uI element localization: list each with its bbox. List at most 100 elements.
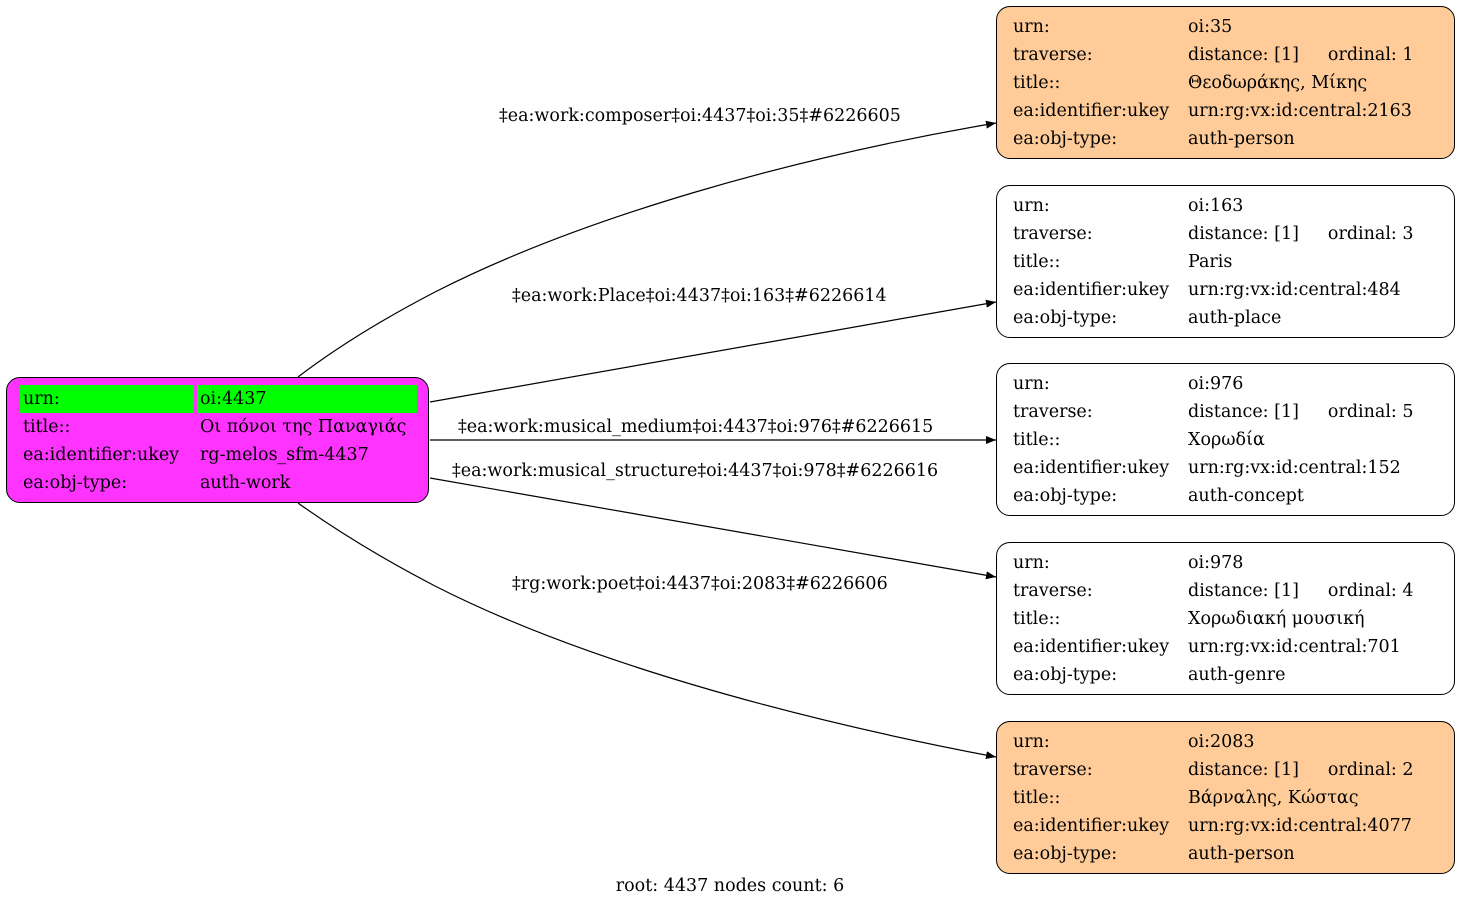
row-value: auth-person [1188,129,1295,149]
distance-value: distance: [1] [1188,760,1299,780]
node-row-traverse: traverse:distance: [1]ordinal: 1 [1010,41,1417,69]
ordinal-value: ordinal: 4 [1327,581,1414,601]
ordinal-value: ordinal: 2 [1327,760,1414,780]
row-value: oi:976 [1188,374,1244,394]
row-key: urn: [1013,17,1050,37]
row-value: rg-melos_sfm-4437 [200,445,369,465]
root-row-title: title:: Οι πόνοι της Παναγιάς [20,413,417,441]
edge-poet [297,502,997,760]
ordinal-value: ordinal: 3 [1327,224,1414,244]
node-table: urn: oi:2083 traverse: distance: [1] ordinal… [1010,728,1417,868]
node-row-traverse: traverse: distance: [1] ordinal: 2 [1010,756,1417,784]
row-value: distance: [1]ordinal: 3 [1185,220,1417,248]
row-key: ea:obj-type: [1013,844,1118,864]
node-oi-2083[interactable]: urn: oi:2083 traverse: distance: [1] ordinal… [996,721,1455,874]
row-value: urn:rg:vx:id:central:4077 [1188,816,1412,836]
row-value: Θεοδωράκης, Μίκης [1188,73,1368,93]
row-value: distance: [1] ordinal: 2 [1185,756,1417,784]
row-value: oi:4437 [197,385,417,413]
row-value: distance: [1] ordinal: 4 [1185,577,1417,605]
edge-musical-structure [429,477,997,580]
ordinal-value: ordinal: 1 [1327,45,1414,65]
distance-value: distance: [1] [1188,402,1299,422]
row-key: urn: [1013,374,1050,394]
row-value: oi:163 [1188,196,1244,216]
node-row-objtype: ea:obj-type: auth-person [1010,840,1417,868]
root-row-ukey: ea:identifier:ukey rg-melos_sfm-4437 [20,441,417,469]
node-row-urn: urn: oi:978 [1010,549,1417,577]
row-key: traverse: [1013,760,1093,780]
row-value: Χορωδία [1188,430,1265,450]
row-value: oi:35 [1188,17,1233,37]
row-value: distance: [1] ordinal: 5 [1185,398,1417,426]
edge-composer [297,120,997,378]
node-table: urn: oi:978 traverse: distance: [1] ordinal:… [1010,549,1417,689]
edge-label-musical-structure: ‡ea:work:musical_structure‡oi:4437‡oi:97… [452,461,939,481]
node-oi-163[interactable]: urn: oi:163 traverse:distance: [1]ordinal:… [996,185,1455,338]
node-row-traverse: traverse:distance: [1]ordinal: 3 [1010,220,1417,248]
row-key: urn: [20,385,197,413]
row-key: ea:identifier:ukey [1013,101,1170,121]
row-key: title:: [1013,252,1061,272]
node-row-urn: urn: oi:35 [1010,13,1417,41]
row-value: auth-person [1188,844,1295,864]
row-key: title:: [1013,73,1061,93]
row-key: ea:obj-type: [23,473,128,493]
node-row-title: title::Θεοδωράκης, Μίκης [1010,69,1417,97]
node-row-title: title::Βάρναλης, Κώστας [1010,784,1417,812]
row-key: traverse: [1013,581,1093,601]
node-row-urn: urn: oi:163 [1010,192,1417,220]
row-key: ea:identifier:ukey [1013,280,1170,300]
row-key: title:: [23,417,71,437]
node-row-ukey: ea:identifier:ukey urn:rg:vx:id:central:4… [1010,276,1417,304]
row-key: title:: [1013,788,1061,808]
distance-value: distance: [1] [1188,45,1299,65]
row-value: Βάρναλης, Κώστας [1188,788,1359,808]
node-oi-978[interactable]: urn: oi:978 traverse: distance: [1] ordinal:… [996,542,1455,695]
root-node-table: urn: oi:4437 title:: Οι πόνοι της Παναγι… [20,385,417,497]
row-value: auth-concept [1188,486,1304,506]
node-row-objtype: ea:obj-type: auth-place [1010,304,1417,332]
row-key: ea:obj-type: [1013,665,1118,685]
edge-place [429,299,997,403]
row-key: ea:identifier:ukey [1013,637,1170,657]
edge-label-poet: ‡rg:work:poet‡oi:4437‡oi:2083‡#6226606 [512,574,888,594]
node-table: urn: oi:163 traverse:distance: [1]ordinal:… [1010,192,1417,332]
row-value: urn:rg:vx:id:central:484 [1188,280,1401,300]
root-row-urn: urn: oi:4437 [20,385,417,413]
row-key: ea:obj-type: [1013,129,1118,149]
row-key: urn: [1013,196,1050,216]
node-row-title: title::Χορωδία [1010,426,1417,454]
distance-value: distance: [1] [1188,581,1299,601]
root-row-objtype: ea:obj-type: auth-work [20,469,417,497]
node-row-urn: urn: oi:976 [1010,370,1417,398]
node-row-title: title::Paris [1010,248,1417,276]
row-key: title:: [1013,430,1061,450]
row-value: auth-genre [1188,665,1286,685]
ordinal-value: ordinal: 5 [1327,402,1414,422]
node-row-urn: urn: oi:2083 [1010,728,1417,756]
row-key: urn: [1013,553,1050,573]
edge-label-composer: ‡ea:work:composer‡oi:4437‡oi:35‡#6226605 [499,106,901,126]
footer-status: root: 4437 nodes count: 6 [615,876,845,896]
node-row-ukey: ea:identifier:ukey urn:rg:vx:id:central:2… [1010,97,1417,125]
node-row-objtype: ea:obj-type: auth-person [1010,125,1417,153]
row-key: ea:identifier:ukey [1013,458,1170,478]
node-row-traverse: traverse:distance: [1]ordinal: 5 [1010,398,1417,426]
row-value: auth-place [1188,308,1282,328]
row-value: Οι πόνοι της Παναγιάς [200,417,407,437]
row-value: oi:978 [1188,553,1244,573]
row-value: oi:2083 [1188,732,1255,752]
row-key: urn: [1013,732,1050,752]
root-node[interactable]: urn: oi:4437 title:: Οι πόνοι της Παναγι… [6,377,429,503]
row-value: urn:rg:vx:id:central:2163 [1188,101,1412,121]
row-key: title:: [1013,609,1061,629]
row-key: ea:obj-type: [1013,308,1118,328]
